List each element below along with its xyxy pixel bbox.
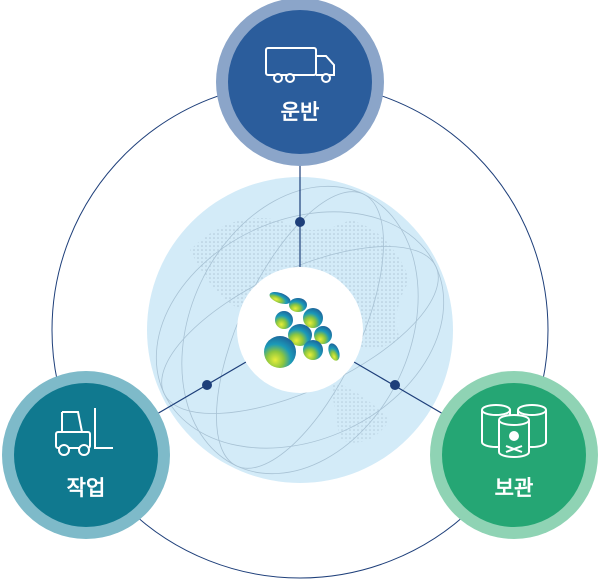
toxic-barrels-icon — [481, 404, 547, 458]
node-label-transport: 운반 — [280, 100, 320, 124]
node-storage[interactable] — [430, 371, 598, 539]
forklift-icon — [55, 408, 113, 456]
node-label-work: 작업 — [66, 476, 106, 500]
truck-icon — [265, 47, 335, 83]
connector-dot — [390, 380, 400, 390]
node-transport[interactable] — [216, 0, 384, 166]
connector-dot — [202, 380, 212, 390]
node-work[interactable] — [2, 371, 170, 539]
node-label-storage: 보관 — [494, 476, 534, 500]
connector-dot — [295, 217, 305, 227]
company-logo-icon — [264, 291, 340, 368]
connectors — [149, 160, 451, 419]
